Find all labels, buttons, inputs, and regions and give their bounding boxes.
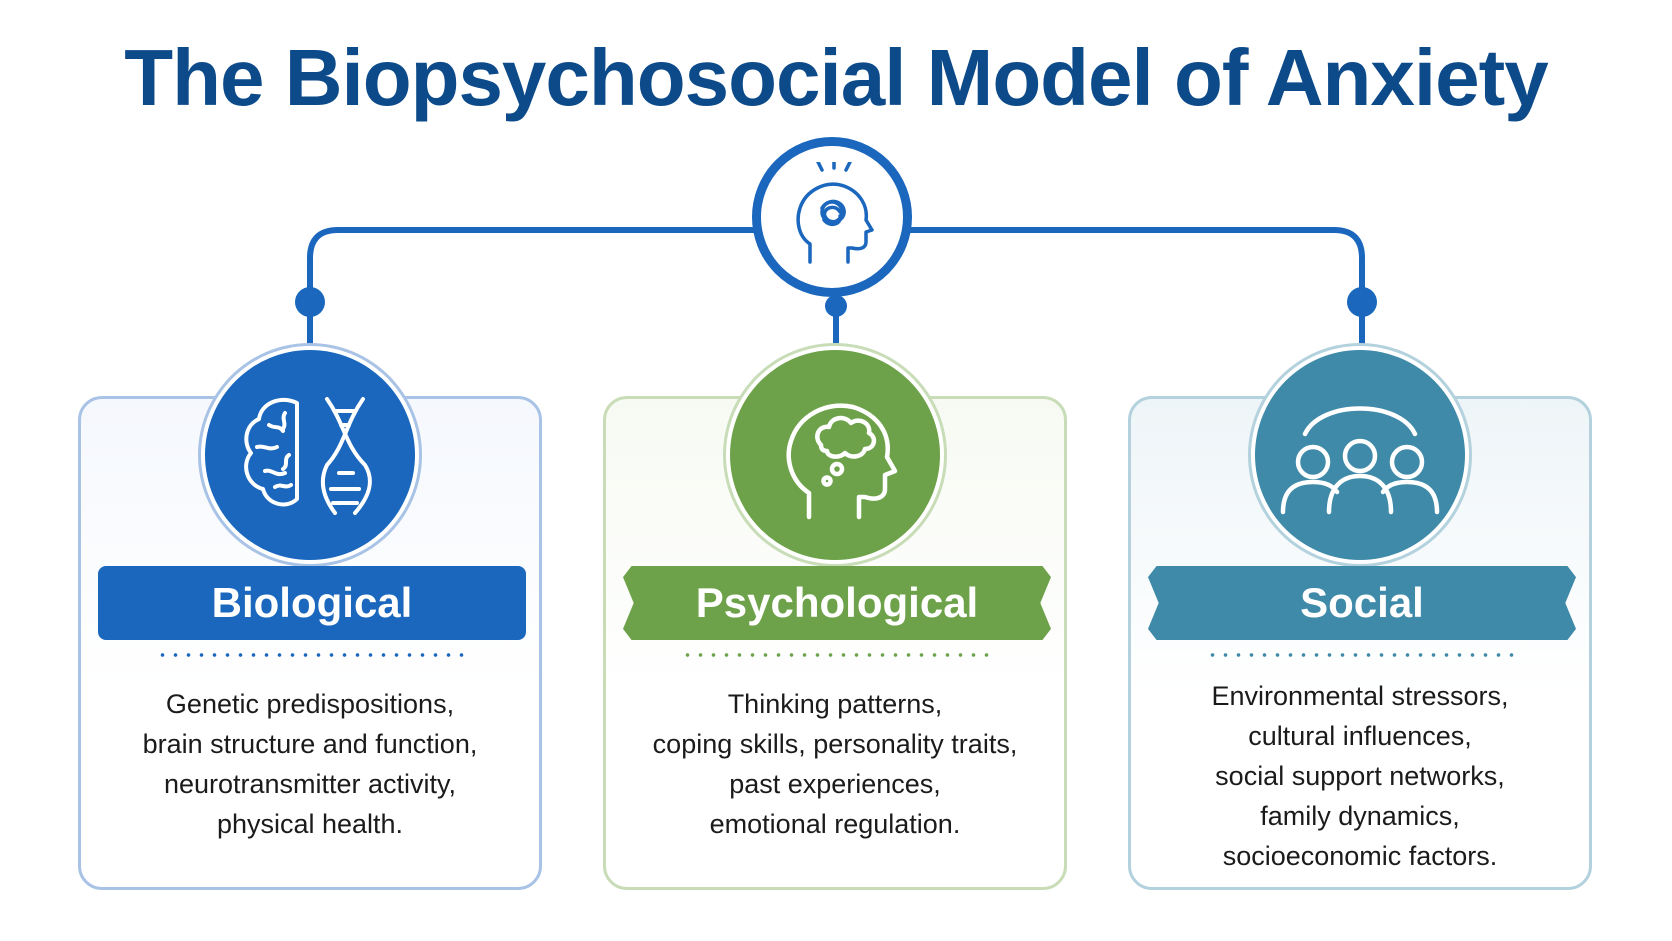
social-icon-circle: [1255, 350, 1465, 560]
connector-node-biological: [295, 287, 325, 317]
description-line: socioeconomic factors.: [1222, 841, 1498, 871]
connector-node-social: [1347, 287, 1377, 317]
page-title: The Biopsychosocial Model of Anxiety: [124, 33, 1549, 122]
biological-label: Biological: [98, 566, 526, 640]
biological-icon-circle: [205, 350, 415, 560]
biological-description: Genetic predispositions, brain structure…: [100, 684, 520, 844]
description-line: brain structure and function,: [142, 729, 478, 759]
description-line: coping skills, personality traits,: [652, 729, 1018, 759]
brain-and-dna-icon: [244, 397, 372, 515]
description-line: cultural influences,: [1248, 721, 1472, 751]
description-line: Thinking patterns,: [727, 689, 943, 719]
psychological-label: Psychological: [623, 566, 1051, 640]
head-with-tangled-thoughts-icon: [796, 162, 874, 264]
group-of-people-icon: [1280, 406, 1440, 515]
psychological-description: Thinking patterns, coping skills, person…: [625, 684, 1045, 844]
hub-circle: [752, 137, 912, 297]
psychological-divider: [681, 652, 993, 658]
description-line: neurotransmitter activity,: [163, 769, 457, 799]
head-with-thought-cloud-icon: [786, 403, 898, 520]
description-line: family dynamics,: [1260, 801, 1460, 831]
social-divider: [1206, 652, 1518, 658]
connector-node-psychological: [825, 295, 847, 317]
description-line: social support networks,: [1215, 761, 1505, 791]
biological-divider: [156, 652, 468, 658]
social-description: Environmental stressors, cultural influe…: [1150, 676, 1570, 876]
description-line: past experiences,: [729, 769, 941, 799]
description-line: Genetic predispositions,: [165, 689, 455, 719]
description-line: emotional regulation.: [709, 809, 961, 839]
social-label: Social: [1148, 566, 1576, 640]
psychological-icon-circle: [730, 350, 940, 560]
description-line: physical health.: [216, 809, 404, 839]
description-line: Environmental stressors,: [1211, 681, 1509, 711]
